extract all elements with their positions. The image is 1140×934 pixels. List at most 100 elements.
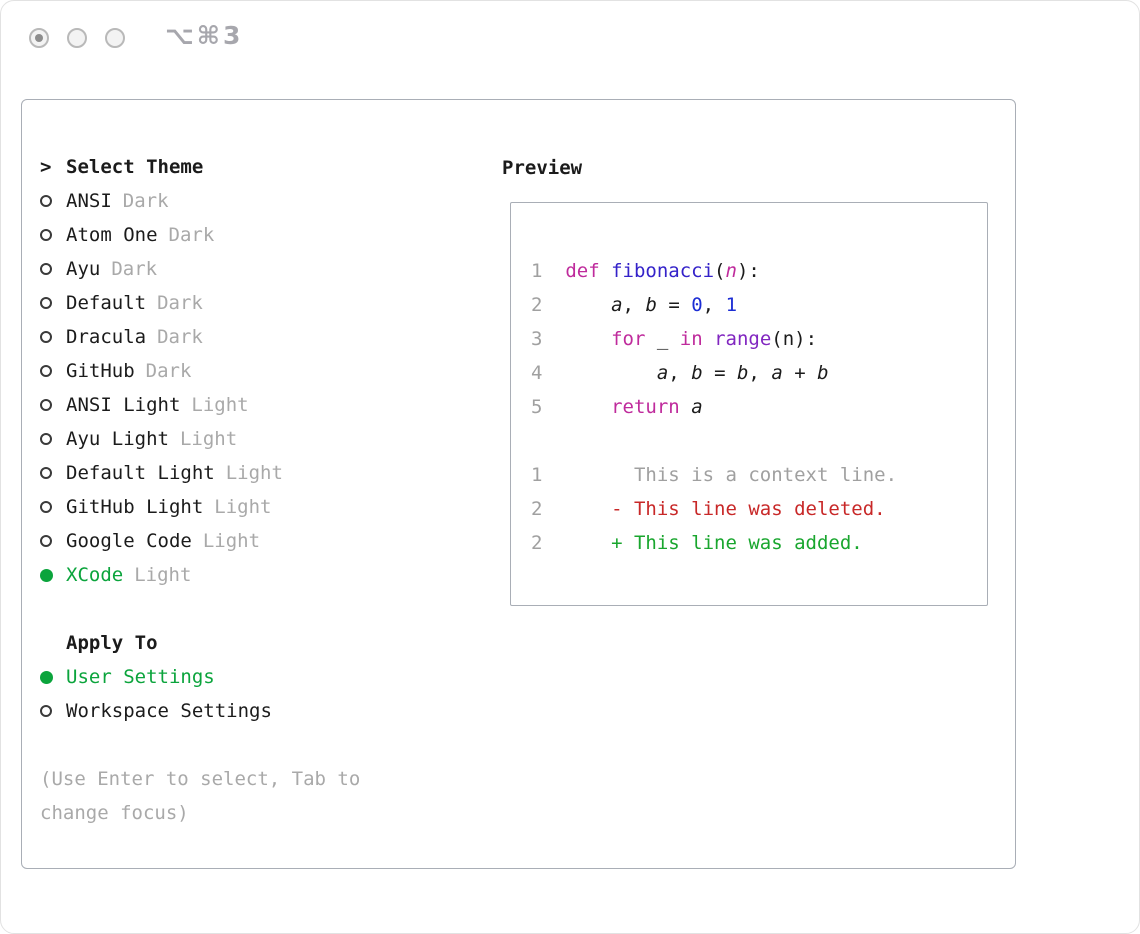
theme-variant-tag: Light — [225, 462, 283, 484]
apply-option-label: Workspace Settings — [66, 700, 272, 722]
theme-name: Google Code — [66, 530, 192, 552]
theme-name: Default Light — [66, 462, 215, 484]
code-token: 1 — [531, 260, 566, 282]
code-token: for — [611, 328, 646, 350]
theme-name: Default — [66, 292, 147, 314]
code-token: = — [702, 362, 737, 384]
apply-option-workspace-settings[interactable]: Workspace Settings — [40, 694, 480, 728]
code-token: 2 — [531, 498, 566, 520]
code-token: return — [611, 396, 680, 418]
radio-icon — [40, 433, 66, 445]
window-control-close-icon[interactable] — [29, 28, 49, 48]
code-token: ( — [714, 260, 726, 282]
code-token: 2 — [531, 532, 566, 554]
radio-icon — [40, 229, 66, 241]
code-token: , — [748, 362, 772, 384]
code-token: 0 — [691, 294, 703, 316]
code-token: b — [645, 294, 657, 316]
code-token: - This line was deleted. — [565, 498, 886, 520]
code-token: 5 — [531, 396, 566, 418]
radio-icon — [40, 297, 66, 309]
code-token: = — [656, 294, 692, 316]
code-line: 3 for _ in range(n): — [531, 322, 987, 356]
theme-name: Ayu Light — [66, 428, 169, 450]
titlebar: ⌥⌘3 — [1, 1, 1139, 81]
hint-line-2: change focus) — [40, 802, 189, 824]
code-line: 2 - This line was deleted. — [531, 492, 987, 526]
radio-icon — [40, 365, 66, 377]
code-token: b — [817, 362, 829, 384]
theme-variant-tag: Dark — [145, 360, 192, 382]
radio-icon — [40, 467, 66, 479]
radio-icon — [40, 399, 66, 411]
code-token: , — [622, 294, 646, 316]
code-token: a — [691, 396, 703, 418]
radio-icon — [40, 195, 66, 207]
theme-variant-tag: Dark — [111, 258, 158, 280]
code-token — [680, 396, 691, 418]
theme-variant-tag: Dark — [122, 190, 169, 212]
code-line: 2 a, b = 0, 1 — [531, 288, 987, 322]
theme-selector-title: Select Theme — [66, 156, 204, 178]
theme-selector-header: > Select Theme — [40, 150, 480, 184]
code-token: 1 — [725, 294, 738, 316]
theme-variant-tag: Light — [214, 496, 272, 518]
prompt-marker-icon: > — [40, 156, 52, 178]
code-token: , — [668, 362, 692, 384]
theme-item-ayu[interactable]: Ayu Dark — [40, 252, 480, 286]
code-token: , — [702, 294, 726, 316]
window-controls — [29, 28, 125, 48]
theme-name: XCode — [66, 564, 124, 586]
code-token — [565, 362, 657, 384]
radio-icon — [40, 263, 66, 275]
spacer — [40, 728, 480, 762]
keyboard-shortcut-label: ⌥⌘3 — [165, 21, 244, 50]
code-token — [703, 328, 714, 350]
apply-option-user-settings[interactable]: User Settings — [40, 660, 480, 694]
code-line: 1 def fibonacci(n): — [531, 254, 987, 288]
code-line: 2 + This line was added. — [531, 526, 987, 560]
preview-title: Preview — [502, 157, 583, 179]
code-token — [565, 396, 611, 418]
radio-icon — [40, 535, 66, 547]
hint-line-1: (Use Enter to select, Tab to — [40, 768, 361, 790]
theme-item-ayu-light[interactable]: Ayu Light Light — [40, 422, 480, 456]
theme-item-google-code[interactable]: Google Code Light — [40, 524, 480, 558]
apply-option-label: User Settings — [66, 666, 215, 688]
code-token: This is a context line. — [565, 464, 898, 486]
code-token: 3 — [531, 328, 566, 350]
window-control-minimize-icon[interactable] — [67, 28, 87, 48]
radio-icon — [40, 331, 66, 343]
window-control-zoom-icon[interactable] — [105, 28, 125, 48]
theme-name: Atom One — [66, 224, 158, 246]
spacer — [40, 592, 480, 626]
code-line: 5 return a — [531, 390, 987, 424]
theme-name: Ayu — [66, 258, 101, 280]
code-token: a — [656, 362, 669, 384]
theme-item-github[interactable]: GitHub Dark — [40, 354, 480, 388]
code-token — [565, 294, 611, 316]
theme-variant-tag: Light — [179, 428, 238, 450]
code-token: b — [691, 362, 703, 384]
code-line: 1 This is a context line. — [531, 458, 987, 492]
theme-item-default-light[interactable]: Default Light Light — [40, 456, 480, 490]
radio-icon — [40, 501, 66, 513]
code-line — [531, 424, 987, 458]
radio-icon — [40, 705, 66, 717]
code-token: 1 — [531, 464, 566, 486]
theme-variant-tag: Light — [202, 530, 261, 552]
code-token: 2 — [531, 294, 566, 316]
radio-selected-icon — [40, 670, 66, 684]
theme-name: GitHub — [66, 360, 135, 382]
